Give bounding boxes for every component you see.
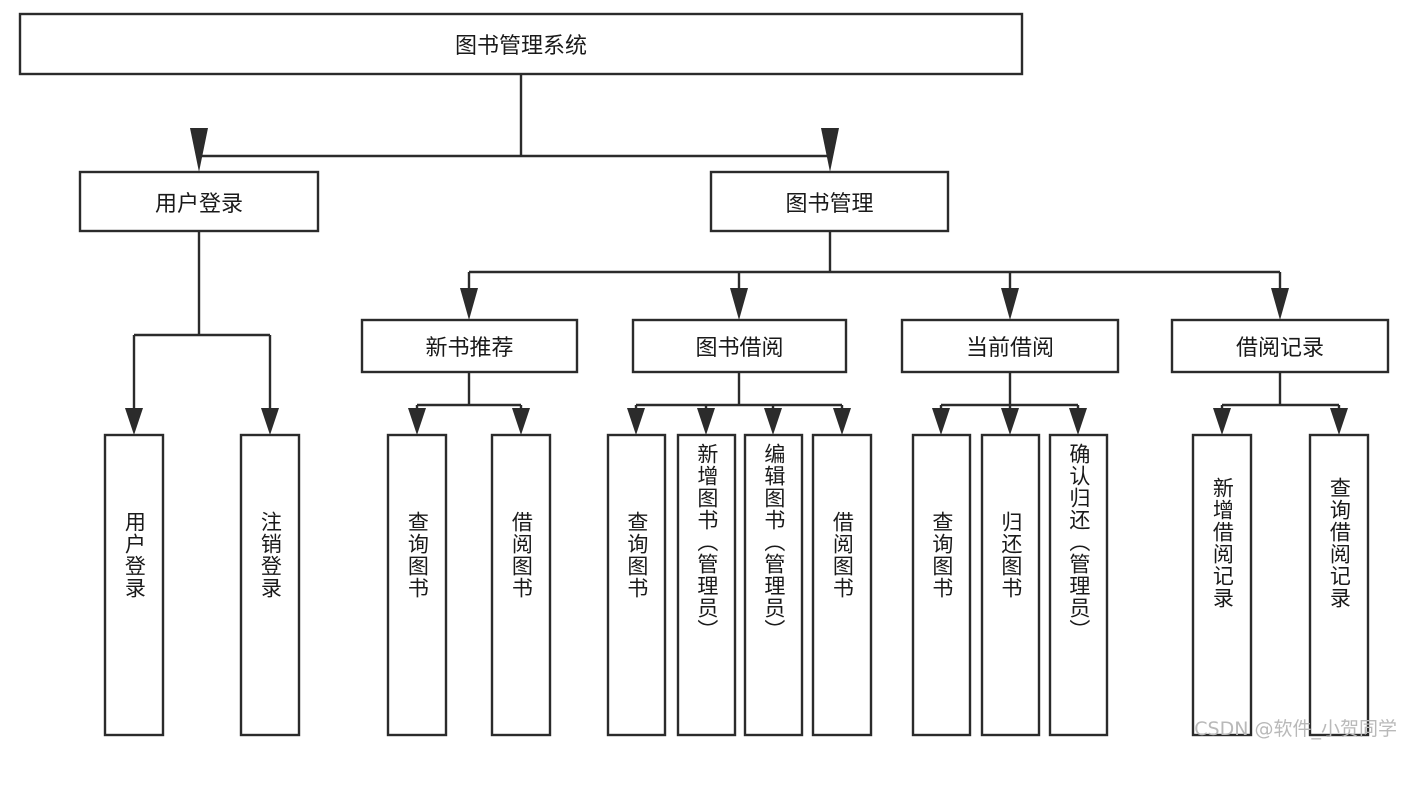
arrowhead-leaf-confirm-return — [1069, 408, 1087, 435]
node-leaf-borrow-book-2[interactable] — [811, 433, 873, 737]
node-user-login[interactable] — [78, 170, 320, 233]
arrowhead-book-manage — [821, 128, 839, 172]
nodes-layer — [18, 12, 1390, 737]
node-new-book-rec[interactable] — [360, 318, 579, 374]
arrowhead-current-borrow — [1001, 288, 1019, 320]
arrowhead-leaf-query-book-2 — [627, 408, 645, 435]
arrowhead-leaf-add-book — [697, 408, 715, 435]
node-leaf-user-login[interactable] — [103, 433, 165, 737]
node-leaf-query-book-3[interactable] — [911, 433, 972, 737]
node-leaf-borrow-book-1[interactable] — [490, 433, 552, 737]
arrowhead-leaf-query-book-3 — [932, 408, 950, 435]
node-leaf-query-book-1[interactable] — [386, 433, 448, 737]
node-book-borrow[interactable] — [631, 318, 848, 374]
arrowhead-leaf-add-record — [1213, 408, 1231, 435]
node-borrow-record[interactable] — [1170, 318, 1390, 374]
arrowhead-borrow-record — [1271, 288, 1289, 320]
node-leaf-query-record[interactable] — [1308, 433, 1370, 737]
arrowhead-leaf-return-book — [1001, 408, 1019, 435]
arrowheads-layer — [125, 128, 1348, 435]
node-leaf-edit-book[interactable] — [743, 433, 804, 737]
arrowhead-leaf-borrow-book-2 — [833, 408, 851, 435]
node-root[interactable] — [18, 12, 1024, 76]
tree-diagram-svg — [18, 12, 1390, 737]
node-leaf-confirm-return[interactable] — [1048, 433, 1109, 737]
arrowhead-new-book-rec — [460, 288, 478, 320]
node-leaf-return-book[interactable] — [980, 433, 1041, 737]
arrowhead-leaf-user-login — [125, 408, 143, 435]
node-leaf-query-book-2[interactable] — [606, 433, 667, 737]
node-leaf-add-book[interactable] — [676, 433, 737, 737]
node-leaf-logout[interactable] — [239, 433, 301, 737]
arrowhead-leaf-edit-book — [764, 408, 782, 435]
node-leaf-add-record[interactable] — [1191, 433, 1253, 737]
diagram-canvas: 图书管理系统 用户登录 图书管理 新书推荐 图书借阅 当前借阅 借阅记录 用户登… — [18, 12, 1397, 740]
arrowhead-user-login — [190, 128, 208, 172]
node-current-borrow[interactable] — [900, 318, 1120, 374]
arrowhead-book-borrow — [730, 288, 748, 320]
node-book-manage[interactable] — [709, 170, 950, 233]
arrowhead-leaf-borrow-book-1 — [512, 408, 530, 435]
arrowhead-leaf-query-book-1 — [408, 408, 426, 435]
arrowhead-leaf-query-record — [1330, 408, 1348, 435]
arrowhead-leaf-logout — [261, 408, 279, 435]
